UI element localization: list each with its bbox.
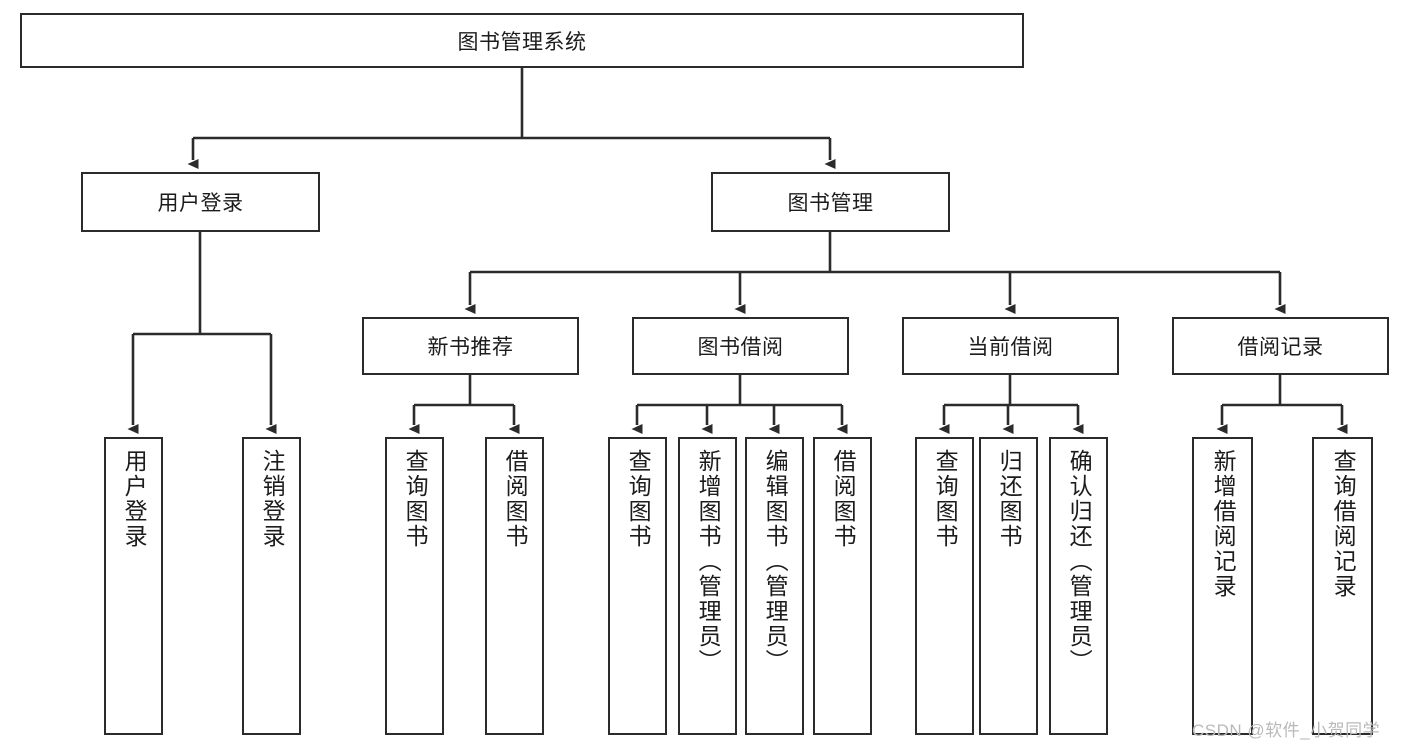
watermark-text: CSDN @软件_小贺同学 — [1192, 721, 1381, 740]
node-leaf-query-book-1[interactable]: 查询图书 — [385, 437, 444, 735]
node-root-label: 图书管理系统 — [457, 30, 587, 54]
node-leaf-edit-book[interactable]: 编辑图书（管理员） — [745, 437, 804, 735]
node-current-borrow-label: 当前借阅 — [967, 336, 1054, 359]
node-leaf-add-book[interactable]: 新增图书（管理员） — [678, 437, 737, 735]
node-leaf-return-book[interactable]: 归还图书 — [979, 437, 1038, 735]
node-leaf-query-book-3-label: 查询图书 — [932, 449, 959, 549]
node-leaf-borrow-book-1-label: 借阅图书 — [502, 449, 529, 549]
node-new-book-rec[interactable]: 新书推荐 — [362, 317, 579, 375]
node-leaf-query-book-2[interactable]: 查询图书 — [608, 437, 667, 735]
node-book-manage[interactable]: 图书管理 — [711, 172, 950, 232]
node-user-login[interactable]: 用户登录 — [81, 172, 320, 232]
node-leaf-confirm-return[interactable]: 确认归还（管理员） — [1049, 437, 1108, 735]
node-leaf-borrow-book-2[interactable]: 借阅图书 — [813, 437, 872, 735]
node-book-borrow[interactable]: 图书借阅 — [632, 317, 849, 375]
node-leaf-edit-book-label: 编辑图书（管理员） — [762, 449, 789, 674]
node-leaf-user-logout[interactable]: 注销登录 — [242, 437, 301, 735]
node-leaf-user-login[interactable]: 用户登录 — [104, 437, 163, 735]
node-borrow-record-label: 借阅记录 — [1237, 336, 1324, 359]
node-leaf-return-book-label: 归还图书 — [996, 449, 1023, 549]
node-user-login-label: 用户登录 — [157, 192, 244, 215]
node-book-borrow-label: 图书借阅 — [697, 336, 784, 359]
node-leaf-query-book-1-label: 查询图书 — [402, 449, 429, 549]
node-leaf-query-record[interactable]: 查询借阅记录 — [1312, 437, 1373, 735]
node-book-manage-label: 图书管理 — [787, 192, 874, 215]
node-root[interactable]: 图书管理系统 — [20, 13, 1024, 68]
node-leaf-user-login-label: 用户登录 — [121, 449, 148, 549]
node-leaf-confirm-return-label: 确认归还（管理员） — [1066, 449, 1093, 674]
node-leaf-add-record-label: 新增借阅记录 — [1210, 449, 1237, 599]
node-leaf-borrow-book-1[interactable]: 借阅图书 — [485, 437, 544, 735]
node-leaf-borrow-book-2-label: 借阅图书 — [830, 449, 857, 549]
node-leaf-add-book-label: 新增图书（管理员） — [695, 449, 722, 674]
node-leaf-add-record[interactable]: 新增借阅记录 — [1192, 437, 1253, 735]
node-borrow-record[interactable]: 借阅记录 — [1172, 317, 1389, 375]
node-leaf-query-book-2-label: 查询图书 — [625, 449, 652, 549]
node-leaf-user-logout-label: 注销登录 — [259, 449, 286, 549]
node-leaf-query-book-3[interactable]: 查询图书 — [915, 437, 974, 735]
node-current-borrow[interactable]: 当前借阅 — [902, 317, 1119, 375]
node-leaf-query-record-label: 查询借阅记录 — [1330, 449, 1357, 599]
node-new-book-rec-label: 新书推荐 — [427, 336, 514, 359]
